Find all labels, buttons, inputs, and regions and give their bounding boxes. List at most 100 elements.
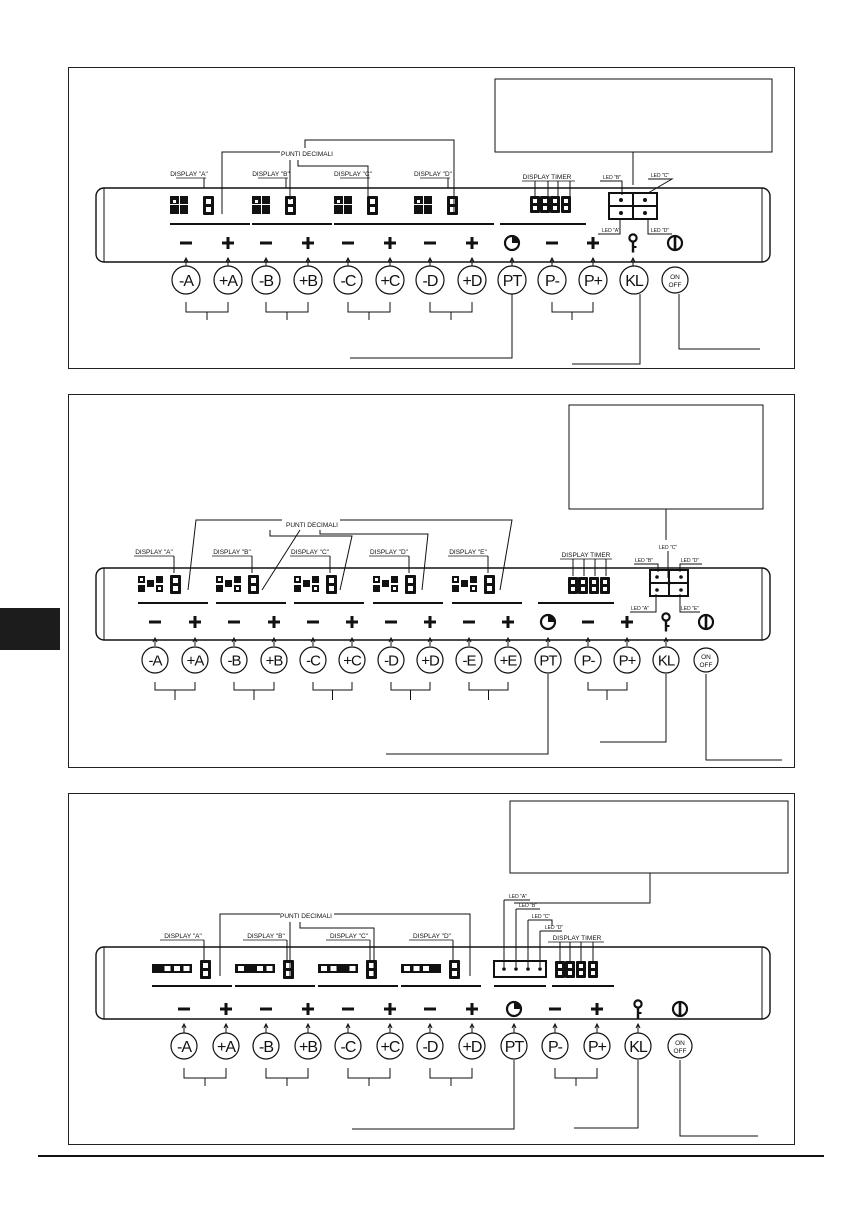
digit-window-top bbox=[553, 199, 557, 203]
zone-indicator-window bbox=[183, 966, 190, 971]
button-plus-b-outline bbox=[260, 646, 288, 674]
digit-window-top bbox=[288, 199, 293, 204]
button-plus-c[interactable]: +C bbox=[376, 1032, 404, 1060]
decimal-leader bbox=[221, 151, 280, 214]
button-p-minus[interactable]: P- bbox=[537, 265, 567, 295]
button-kl[interactable]: KL bbox=[624, 1032, 652, 1060]
zone-digit bbox=[449, 960, 460, 979]
button-pt[interactable]: PT bbox=[534, 646, 562, 674]
digit-window-bottom bbox=[558, 971, 562, 975]
plus-symbol bbox=[424, 616, 436, 628]
led-leader bbox=[600, 180, 623, 195]
led-dot bbox=[619, 211, 623, 215]
button-pt[interactable]: PT bbox=[500, 1032, 528, 1060]
zone-indicator-block bbox=[225, 580, 232, 587]
arrow-up bbox=[509, 256, 515, 266]
digit-window-top bbox=[369, 963, 374, 968]
button-minus-d[interactable]: -D bbox=[377, 646, 405, 674]
arrow-up bbox=[231, 636, 237, 646]
button-minus-b[interactable]: -B bbox=[252, 1032, 280, 1060]
button-p-minus[interactable]: P- bbox=[541, 1032, 569, 1060]
led-dot bbox=[643, 198, 647, 202]
plus-bar-v bbox=[595, 1003, 599, 1015]
button-minus-b[interactable]: -B bbox=[220, 646, 248, 674]
button-minus-a[interactable]: -A bbox=[170, 1032, 198, 1060]
plus-bar-v bbox=[591, 237, 595, 249]
led-leader bbox=[679, 563, 702, 572]
button-p-plus[interactable]: P+ bbox=[583, 1032, 611, 1060]
zone-c: DISPLAY "C"-C+C bbox=[290, 549, 366, 700]
button-minus-c-outline bbox=[333, 265, 363, 295]
arrow-head bbox=[387, 256, 393, 263]
button-plus-b[interactable]: +B bbox=[293, 265, 323, 295]
led-dot bbox=[667, 581, 671, 585]
display-label: DISPLAY "C" bbox=[330, 933, 369, 940]
digit-window-bottom bbox=[370, 207, 375, 212]
button-minus-a[interactable]: -A bbox=[141, 646, 169, 674]
button-plus-a[interactable]: +A bbox=[181, 646, 209, 674]
off-label: OFF bbox=[700, 662, 713, 669]
arrow-up bbox=[469, 1022, 475, 1034]
button-plus-c-label: +C bbox=[381, 273, 400, 290]
button-plus-b[interactable]: +B bbox=[294, 1032, 322, 1060]
button-pt[interactable]: PT bbox=[497, 265, 527, 295]
button-minus-a-label: -A bbox=[177, 1039, 192, 1056]
zone-d: DISPLAY "D"-D+D bbox=[369, 549, 444, 700]
button-minus-b[interactable]: -B bbox=[251, 265, 281, 295]
off-label: OFF bbox=[669, 282, 682, 289]
onoff-leader bbox=[678, 294, 760, 350]
button-minus-c[interactable]: -C bbox=[334, 1032, 362, 1060]
timer-icon-sector bbox=[548, 615, 555, 622]
digit-window-top bbox=[251, 578, 256, 583]
key-icon bbox=[628, 233, 638, 253]
zone-bracket bbox=[265, 1068, 309, 1079]
arrow-head bbox=[509, 256, 515, 263]
button-plus-c[interactable]: +C bbox=[375, 265, 405, 295]
button-plus-d[interactable]: +D bbox=[457, 265, 487, 295]
zone-bracket bbox=[429, 1068, 473, 1079]
button-kl[interactable]: KL bbox=[619, 265, 649, 295]
digit-window-top bbox=[591, 964, 595, 968]
timer-display: DISPLAY TIMER bbox=[500, 174, 586, 225]
button-p-minus-outline bbox=[537, 265, 567, 295]
button-minus-c[interactable]: -C bbox=[299, 646, 327, 674]
button-p-plus[interactable]: P+ bbox=[613, 646, 641, 674]
display-label: DISPLAY "D" bbox=[413, 933, 452, 940]
arrow-head bbox=[505, 636, 511, 643]
button-minus-d[interactable]: -D bbox=[416, 1032, 444, 1060]
button-plus-a[interactable]: +A bbox=[212, 1032, 240, 1060]
arrow-head bbox=[271, 636, 277, 643]
button-plus-c[interactable]: +C bbox=[338, 646, 366, 674]
led-label-e: LED "E" bbox=[681, 606, 699, 612]
arrow-up bbox=[263, 256, 269, 266]
button-minus-d[interactable]: -D bbox=[415, 265, 445, 295]
timer-digit bbox=[600, 577, 610, 594]
plus-bar-v bbox=[226, 237, 230, 249]
button-minus-e[interactable]: -E bbox=[455, 646, 483, 674]
arrow-up bbox=[225, 256, 231, 266]
button-kl[interactable]: KL bbox=[652, 646, 680, 674]
button-minus-a[interactable]: -A bbox=[171, 265, 201, 295]
digit-body bbox=[285, 196, 296, 215]
zone-digit bbox=[203, 196, 214, 215]
zone-indicator-window bbox=[238, 966, 244, 971]
button-plus-d[interactable]: +D bbox=[458, 1032, 486, 1060]
arrow-head bbox=[387, 1022, 393, 1029]
button-plus-a[interactable]: +A bbox=[213, 265, 243, 295]
zone-indicator-block bbox=[414, 205, 423, 214]
button-plus-d[interactable]: +D bbox=[416, 646, 444, 674]
button-minus-c[interactable]: -C bbox=[333, 265, 363, 295]
button-plus-b[interactable]: +B bbox=[260, 646, 288, 674]
zone-indicator-dot bbox=[173, 200, 176, 203]
zone-indicator-block bbox=[294, 585, 301, 592]
decimal-leader bbox=[334, 913, 471, 976]
button-plus-e[interactable]: +E bbox=[494, 646, 522, 674]
button-p-minus[interactable]: P- bbox=[574, 646, 602, 674]
button-p-plus[interactable]: P+ bbox=[578, 265, 608, 295]
digit-body bbox=[589, 577, 599, 594]
plus-bar-v bbox=[470, 1003, 474, 1015]
